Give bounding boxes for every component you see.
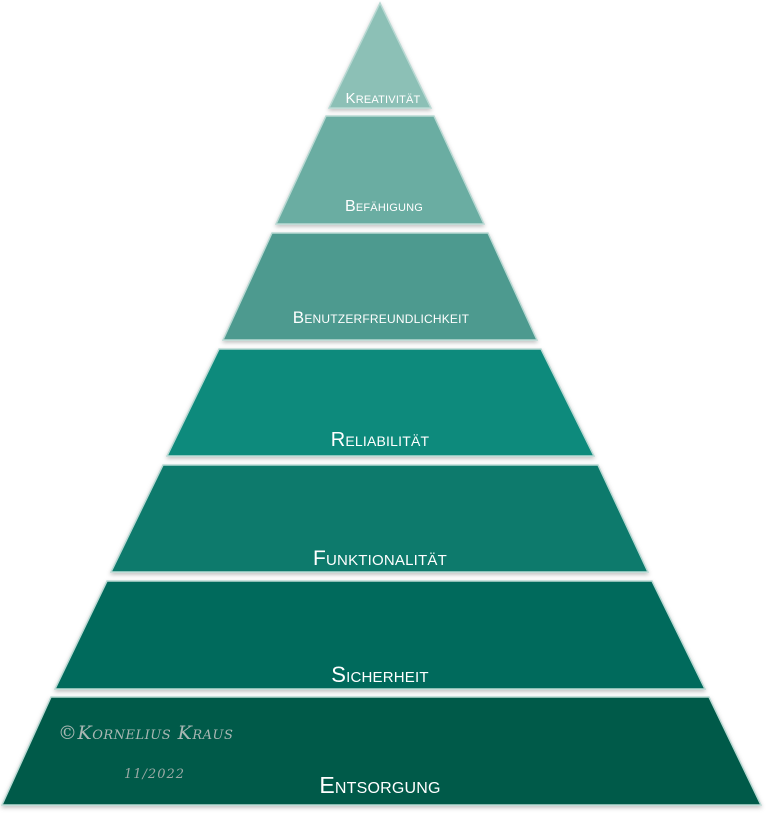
pyramid-level-1-label: Befähigung [345, 198, 423, 215]
pyramid-level-6-label: Entsorgung [319, 772, 440, 798]
pyramid-level-5-shape [53, 580, 707, 690]
copyright-watermark: ©Kornelius Kraus [58, 722, 233, 744]
pyramid-level-4-shape [109, 464, 650, 573]
date-watermark: 11/2022 [124, 767, 185, 782]
pyramid-level-4-label: Funktionalität [313, 547, 447, 570]
pyramid-level-2-label: Benutzerfreundlichkeit [293, 308, 470, 327]
pyramid-level-6-shape [0, 696, 763, 806]
pyramid-level-5-label: Sicherheit [331, 662, 429, 687]
pyramid-level-0-label: Kreativität [346, 90, 421, 107]
pyramid-level-2-shape [221, 232, 539, 341]
pyramid-level-3-shape [165, 348, 596, 457]
pyramid-level-1-shape [274, 115, 486, 225]
pyramid-level-3-label: Reliabilität [331, 429, 430, 451]
pyramid-level-0-shape [327, 1, 433, 109]
